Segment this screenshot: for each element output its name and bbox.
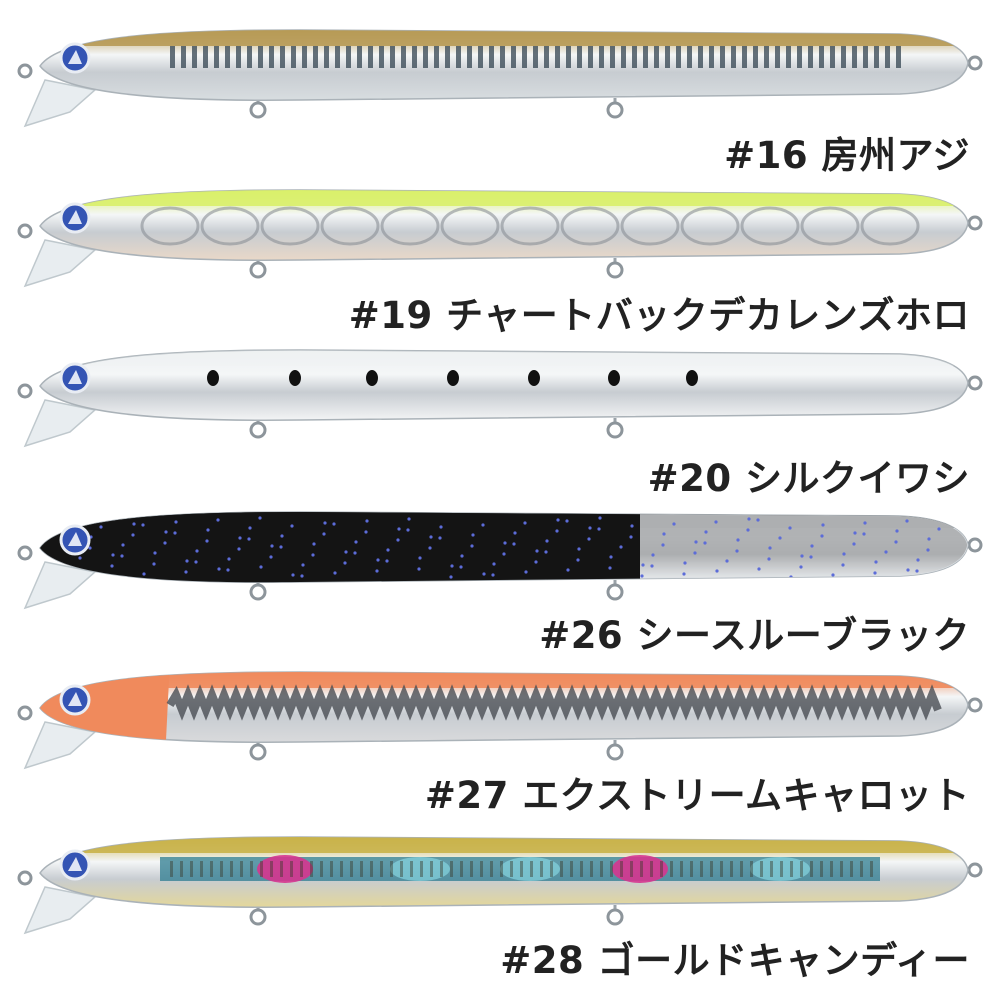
lure-image xyxy=(17,671,983,770)
lure-image xyxy=(17,511,983,610)
split-ring xyxy=(967,375,983,391)
hook-eye xyxy=(606,908,624,926)
hook-eye xyxy=(606,101,624,119)
hook-eye xyxy=(249,261,267,279)
lure-image xyxy=(17,29,983,128)
hook-eye xyxy=(249,743,267,761)
lure-lip xyxy=(23,399,97,448)
lure-color-label: #27 エクストリームキャロット xyxy=(424,774,970,817)
lure-lip xyxy=(23,79,97,128)
lure-image xyxy=(17,836,983,935)
lure-image xyxy=(17,189,983,288)
lure-lip xyxy=(23,721,97,770)
split-ring xyxy=(17,870,33,886)
lure-item: #26 シースルーブラック xyxy=(0,490,1000,660)
lure-color-label: #28 ゴールドキャンディー xyxy=(500,939,970,982)
split-ring xyxy=(17,223,33,239)
hook-eye xyxy=(249,421,267,439)
lure-item: #28 ゴールドキャンディー xyxy=(0,815,1000,985)
split-ring xyxy=(967,862,983,878)
hook-eye xyxy=(606,421,624,439)
lure-lip xyxy=(23,239,97,288)
split-ring xyxy=(17,545,33,561)
split-ring xyxy=(967,55,983,71)
lure-color-label: #19 チャートバックデカレンズホロ xyxy=(348,294,970,337)
lure-item: #20 シルクイワシ xyxy=(0,328,1000,500)
split-ring xyxy=(967,215,983,231)
hook-eye xyxy=(606,583,624,601)
lure-image xyxy=(17,349,983,448)
hook-eye xyxy=(249,101,267,119)
split-ring xyxy=(967,537,983,553)
lure-color-label: #16 房州アジ xyxy=(724,134,970,177)
split-ring xyxy=(17,705,33,721)
hook-eye xyxy=(606,261,624,279)
split-ring xyxy=(17,383,33,399)
lure-lip xyxy=(23,561,97,610)
lure-color-label: #26 シースルーブラック xyxy=(539,614,970,657)
lure-body xyxy=(39,349,969,421)
lure-color-label: #20 シルクイワシ xyxy=(647,457,970,500)
split-ring xyxy=(967,697,983,713)
hook-eye xyxy=(249,583,267,601)
lure-item: #16 房州アジ xyxy=(0,8,1000,178)
lure-item: #27 エクストリームキャロット xyxy=(0,650,1000,820)
lure-lip xyxy=(23,886,97,935)
lure-item: #19 チャートバックデカレンズホロ xyxy=(0,168,1000,338)
split-ring xyxy=(17,63,33,79)
hook-eye xyxy=(249,908,267,926)
hook-eye xyxy=(606,743,624,761)
